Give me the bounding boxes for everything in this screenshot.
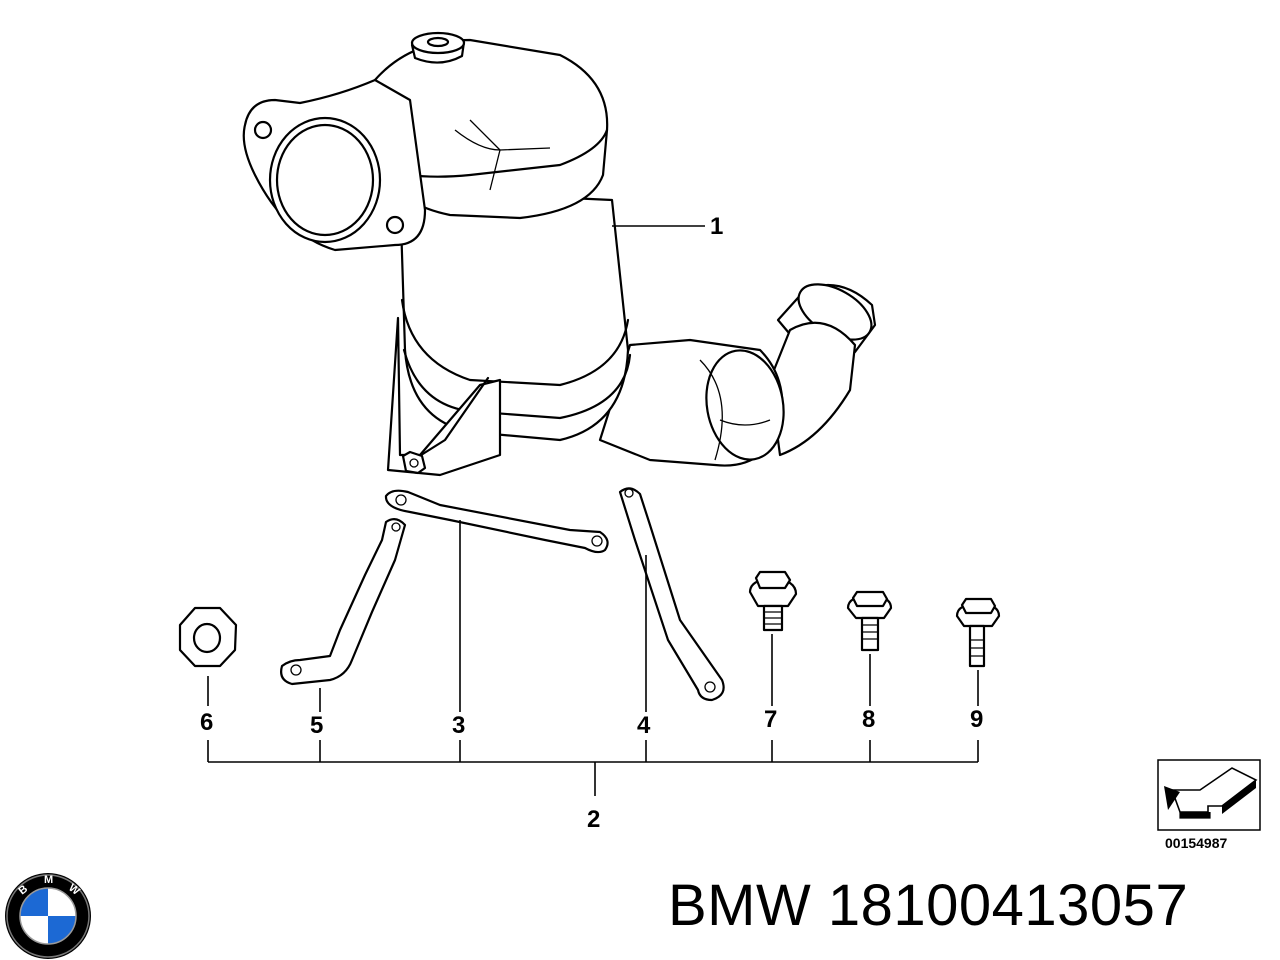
bolt-part-7 — [748, 570, 798, 632]
hex-nut-part-6 — [178, 606, 238, 668]
leader-lines — [207, 225, 979, 796]
strap-part-5 — [280, 518, 407, 686]
callout-2: 2 — [587, 806, 600, 833]
callout-7: 7 — [764, 706, 777, 733]
catalytic-converter-part — [242, 31, 877, 477]
callout-6: 6 — [200, 709, 213, 736]
strap-part-3 — [384, 489, 609, 554]
callout-4: 4 — [637, 712, 651, 739]
bolt-part-9 — [955, 597, 1001, 668]
callout-8: 8 — [862, 706, 875, 733]
bolt-part-8 — [846, 590, 893, 652]
svg-text:M: M — [44, 874, 53, 886]
part-caption: BMW 18100413057 — [668, 872, 1188, 939]
reference-number: 00154987 — [1165, 835, 1228, 851]
callout-3: 3 — [452, 712, 465, 739]
direction-arrow-icon — [1164, 767, 1258, 819]
callout-1: 1 — [710, 213, 723, 240]
strap-part-4 — [618, 487, 725, 702]
bmw-logo: B M W — [5, 873, 91, 959]
caption-part-number: 18100413057 — [827, 873, 1189, 938]
callout-5: 5 — [310, 712, 323, 739]
reference-box: 00154987 — [1157, 759, 1261, 851]
caption-brand: BMW — [668, 873, 812, 938]
callout-9: 9 — [970, 706, 983, 733]
